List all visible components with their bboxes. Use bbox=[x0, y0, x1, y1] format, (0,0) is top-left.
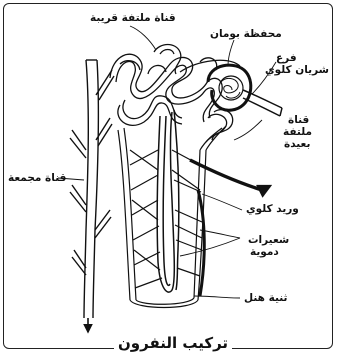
diagram-title: تركيب النفرون bbox=[114, 334, 232, 352]
label-renal-vein: وريد كلوي bbox=[246, 203, 299, 215]
label-renal-artery-branch-line2: شريان كلوي bbox=[265, 64, 329, 76]
collecting-duct bbox=[70, 60, 114, 332]
label-bowmans-capsule: محفظة بومان bbox=[210, 28, 282, 40]
label-capillaries-line1: شعيرات bbox=[248, 234, 289, 246]
label-renal-artery-branch-line1: فرع bbox=[276, 52, 297, 64]
loop-of-henle bbox=[157, 110, 179, 292]
label-loop-of-henle: ثنية هنل bbox=[244, 292, 287, 304]
blood-capillaries bbox=[118, 126, 270, 308]
bowmans-capsule bbox=[208, 65, 251, 110]
label-capillaries-line2: دموية bbox=[250, 246, 279, 258]
label-proximal-tubule: قناة ملتفة قريبة bbox=[90, 12, 176, 24]
label-distal-tubule-line2: ملتفة bbox=[283, 126, 312, 138]
label-collecting-duct: قناة مجمعة bbox=[8, 172, 66, 184]
label-distal-tubule-line3: بعيدة bbox=[284, 138, 310, 150]
label-distal-tubule-line1: قناة bbox=[288, 114, 309, 126]
